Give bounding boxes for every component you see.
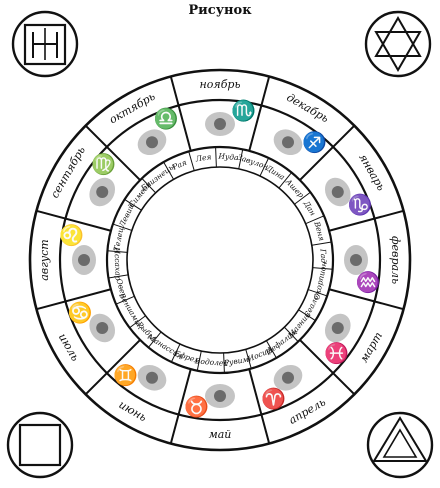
zodiac-glyph-icon: ♈	[261, 387, 286, 411]
zodiac-sign-figure: ♐	[269, 124, 327, 160]
zodiac-sign-figure: ♓	[320, 309, 356, 365]
tribe-label: Овен	[114, 278, 128, 300]
sign-creature-figure	[282, 372, 294, 384]
tribe-label: Дан	[301, 199, 317, 218]
tribe-label: Телец	[112, 227, 126, 252]
page-title: Рисунок	[188, 3, 252, 18]
zodiac-glyph-icon: ♑	[348, 193, 373, 217]
zodiac-sign-figure: ♋	[68, 300, 121, 347]
month-label: январь	[356, 151, 388, 193]
sign-creature-figure	[146, 372, 158, 384]
month-label: февраль	[389, 236, 402, 284]
zodiac-sign-figure: ♉	[184, 384, 235, 419]
tribe-divider	[216, 147, 217, 167]
zodiac-glyph-icon: ♎	[154, 106, 179, 130]
zodiac-sign-figure: ♏	[205, 98, 256, 136]
sign-creature-figure	[78, 254, 90, 266]
sign-band-inner-ring	[107, 147, 333, 373]
zodiac-sign-figure: ♎	[133, 106, 179, 160]
square-in-circle-seal-icon	[8, 413, 72, 477]
zodiac-glyph-icon: ♌	[59, 223, 84, 247]
month-label: апрель	[287, 395, 328, 426]
hexagram-seal-icon	[366, 12, 430, 76]
zodiac-glyph-icon: ♊	[113, 363, 138, 387]
tribe-band-inner-ring	[127, 167, 313, 353]
tribe-label: Веня	[312, 220, 326, 243]
square-h-seal-icon	[13, 12, 77, 76]
sign-creature-figure	[214, 118, 226, 130]
month-label: декабрь	[284, 91, 331, 125]
zodiac-sign-figure: ♍	[84, 152, 120, 211]
tribe-divider	[189, 151, 195, 170]
zodiac-glyph-icon: ♓	[324, 341, 349, 365]
sign-creature-figure	[332, 322, 344, 334]
zodiac-glyph-icon: ♒	[356, 270, 381, 294]
zodiac-glyph-icon: ♍	[91, 152, 116, 176]
zodiac-sign-figure: ♌	[59, 223, 96, 275]
zodiac-glyph-icon: ♋	[68, 300, 93, 324]
sign-creature-figure	[214, 390, 226, 402]
sign-creature-figure	[350, 254, 362, 266]
sign-creature-figure	[332, 186, 344, 198]
tribe-divider	[312, 242, 332, 245]
tribe-dividers	[107, 147, 332, 373]
sign-creature-figure	[146, 136, 158, 148]
zodiac-sign-figure: ♒	[344, 245, 381, 294]
month-label: сентябрь	[48, 144, 88, 200]
tribe-label: Лея	[194, 152, 212, 164]
month-label: октябрь	[107, 90, 157, 127]
zodiac-glyph-icon: ♐	[302, 130, 327, 154]
zodiac-glyph-icon: ♏	[231, 98, 256, 122]
zodiac-glyph-icon: ♉	[184, 395, 209, 419]
sign-creature-figure	[96, 322, 108, 334]
zodiac-sign-figure: ♈	[261, 360, 307, 411]
sign-creature-figure	[282, 136, 294, 148]
month-label: август	[38, 239, 51, 281]
sign-creature-figure	[96, 186, 108, 198]
zodiac-sign-figure: ♊	[113, 360, 171, 396]
month-label: ноябрь	[200, 78, 241, 91]
month-label: май	[209, 428, 232, 441]
zodiac-sign-figure: ♑	[320, 173, 373, 217]
triangle-in-circle-seal-icon	[368, 413, 432, 477]
